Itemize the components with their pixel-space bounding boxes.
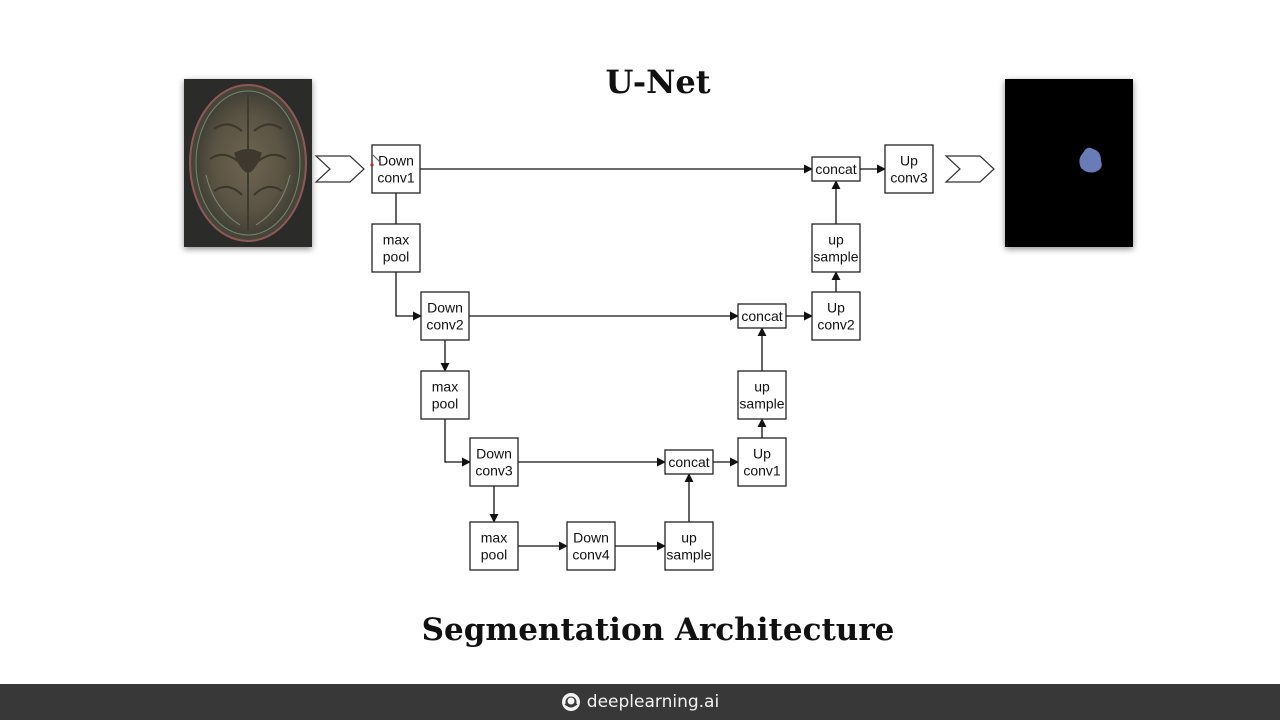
node-label: Down bbox=[573, 530, 609, 546]
output-chevron-icon bbox=[944, 155, 995, 183]
deeplearning-logo-icon bbox=[561, 693, 580, 711]
node-box bbox=[884, 144, 934, 194]
node-concat1: concat bbox=[664, 449, 714, 475]
node-label: Down bbox=[476, 446, 512, 462]
node-concat2: concat bbox=[737, 303, 787, 329]
node-label: conv1 bbox=[377, 170, 415, 186]
mri-input-image bbox=[184, 79, 312, 247]
node-label: Up bbox=[827, 300, 845, 316]
node-label: sample bbox=[739, 396, 784, 412]
node-box bbox=[737, 303, 787, 329]
node-label: conv3 bbox=[890, 170, 928, 186]
node-box bbox=[664, 521, 714, 571]
input-chevron-icon bbox=[314, 155, 365, 183]
node-label: Down bbox=[378, 153, 414, 169]
node-box bbox=[420, 291, 470, 341]
node-label: sample bbox=[813, 249, 858, 265]
node-label: concat bbox=[815, 161, 856, 177]
node-box bbox=[566, 521, 616, 571]
node-label: concat bbox=[668, 454, 709, 470]
node-box bbox=[664, 449, 714, 475]
node-label: conv1 bbox=[743, 463, 781, 479]
node-box bbox=[469, 437, 519, 487]
slide-subtitle: Segmentation Architecture bbox=[421, 612, 895, 648]
edge-pool1-to-down2 bbox=[395, 272, 422, 321]
node-label: Up bbox=[900, 153, 918, 169]
node-box bbox=[811, 223, 861, 273]
slide-title: U-Net bbox=[605, 63, 711, 101]
segmentation-output-image bbox=[1005, 79, 1133, 247]
node-box bbox=[371, 144, 421, 194]
node-box bbox=[371, 223, 421, 273]
node-box bbox=[811, 156, 861, 182]
node-label: concat bbox=[741, 308, 782, 324]
node-label: pool bbox=[383, 249, 409, 265]
node-label: pool bbox=[432, 396, 458, 412]
node-label: pool bbox=[481, 547, 507, 563]
segmentation-mask-picture bbox=[1079, 147, 1102, 173]
node-box bbox=[420, 370, 470, 420]
node-box bbox=[469, 521, 519, 571]
node-label: up bbox=[754, 379, 770, 395]
node-box bbox=[737, 437, 787, 487]
node-label: conv2 bbox=[817, 317, 855, 333]
node-label: up bbox=[681, 530, 697, 546]
node-label: sample bbox=[666, 547, 711, 563]
node-label: conv4 bbox=[572, 547, 610, 563]
node-concat3: concat bbox=[811, 156, 861, 182]
unet-diagram: Downconv1maxpoolDownconv2maxpoolDownconv… bbox=[314, 144, 995, 571]
node-label: Down bbox=[427, 300, 463, 316]
node-label: up bbox=[828, 232, 844, 248]
footer-bar: deeplearning.ai bbox=[0, 684, 1280, 720]
brand[interactable]: deeplearning.ai bbox=[561, 692, 719, 712]
brand-name: deeplearning.ai bbox=[586, 692, 720, 712]
node-label: Up bbox=[753, 446, 771, 462]
node-label: max bbox=[481, 530, 507, 546]
node-label: max bbox=[383, 232, 409, 248]
edge-pool2-to-down3 bbox=[444, 419, 471, 467]
cursor-pointer-icon bbox=[372, 154, 382, 164]
node-label: conv2 bbox=[426, 317, 464, 333]
node-box bbox=[811, 291, 861, 341]
brain-scan-picture bbox=[184, 79, 312, 247]
node-label: max bbox=[432, 379, 458, 395]
node-box bbox=[737, 370, 787, 420]
slide: U-Net bbox=[184, 63, 1133, 648]
cursor-dot-icon bbox=[370, 163, 374, 167]
node-label: conv3 bbox=[475, 463, 513, 479]
